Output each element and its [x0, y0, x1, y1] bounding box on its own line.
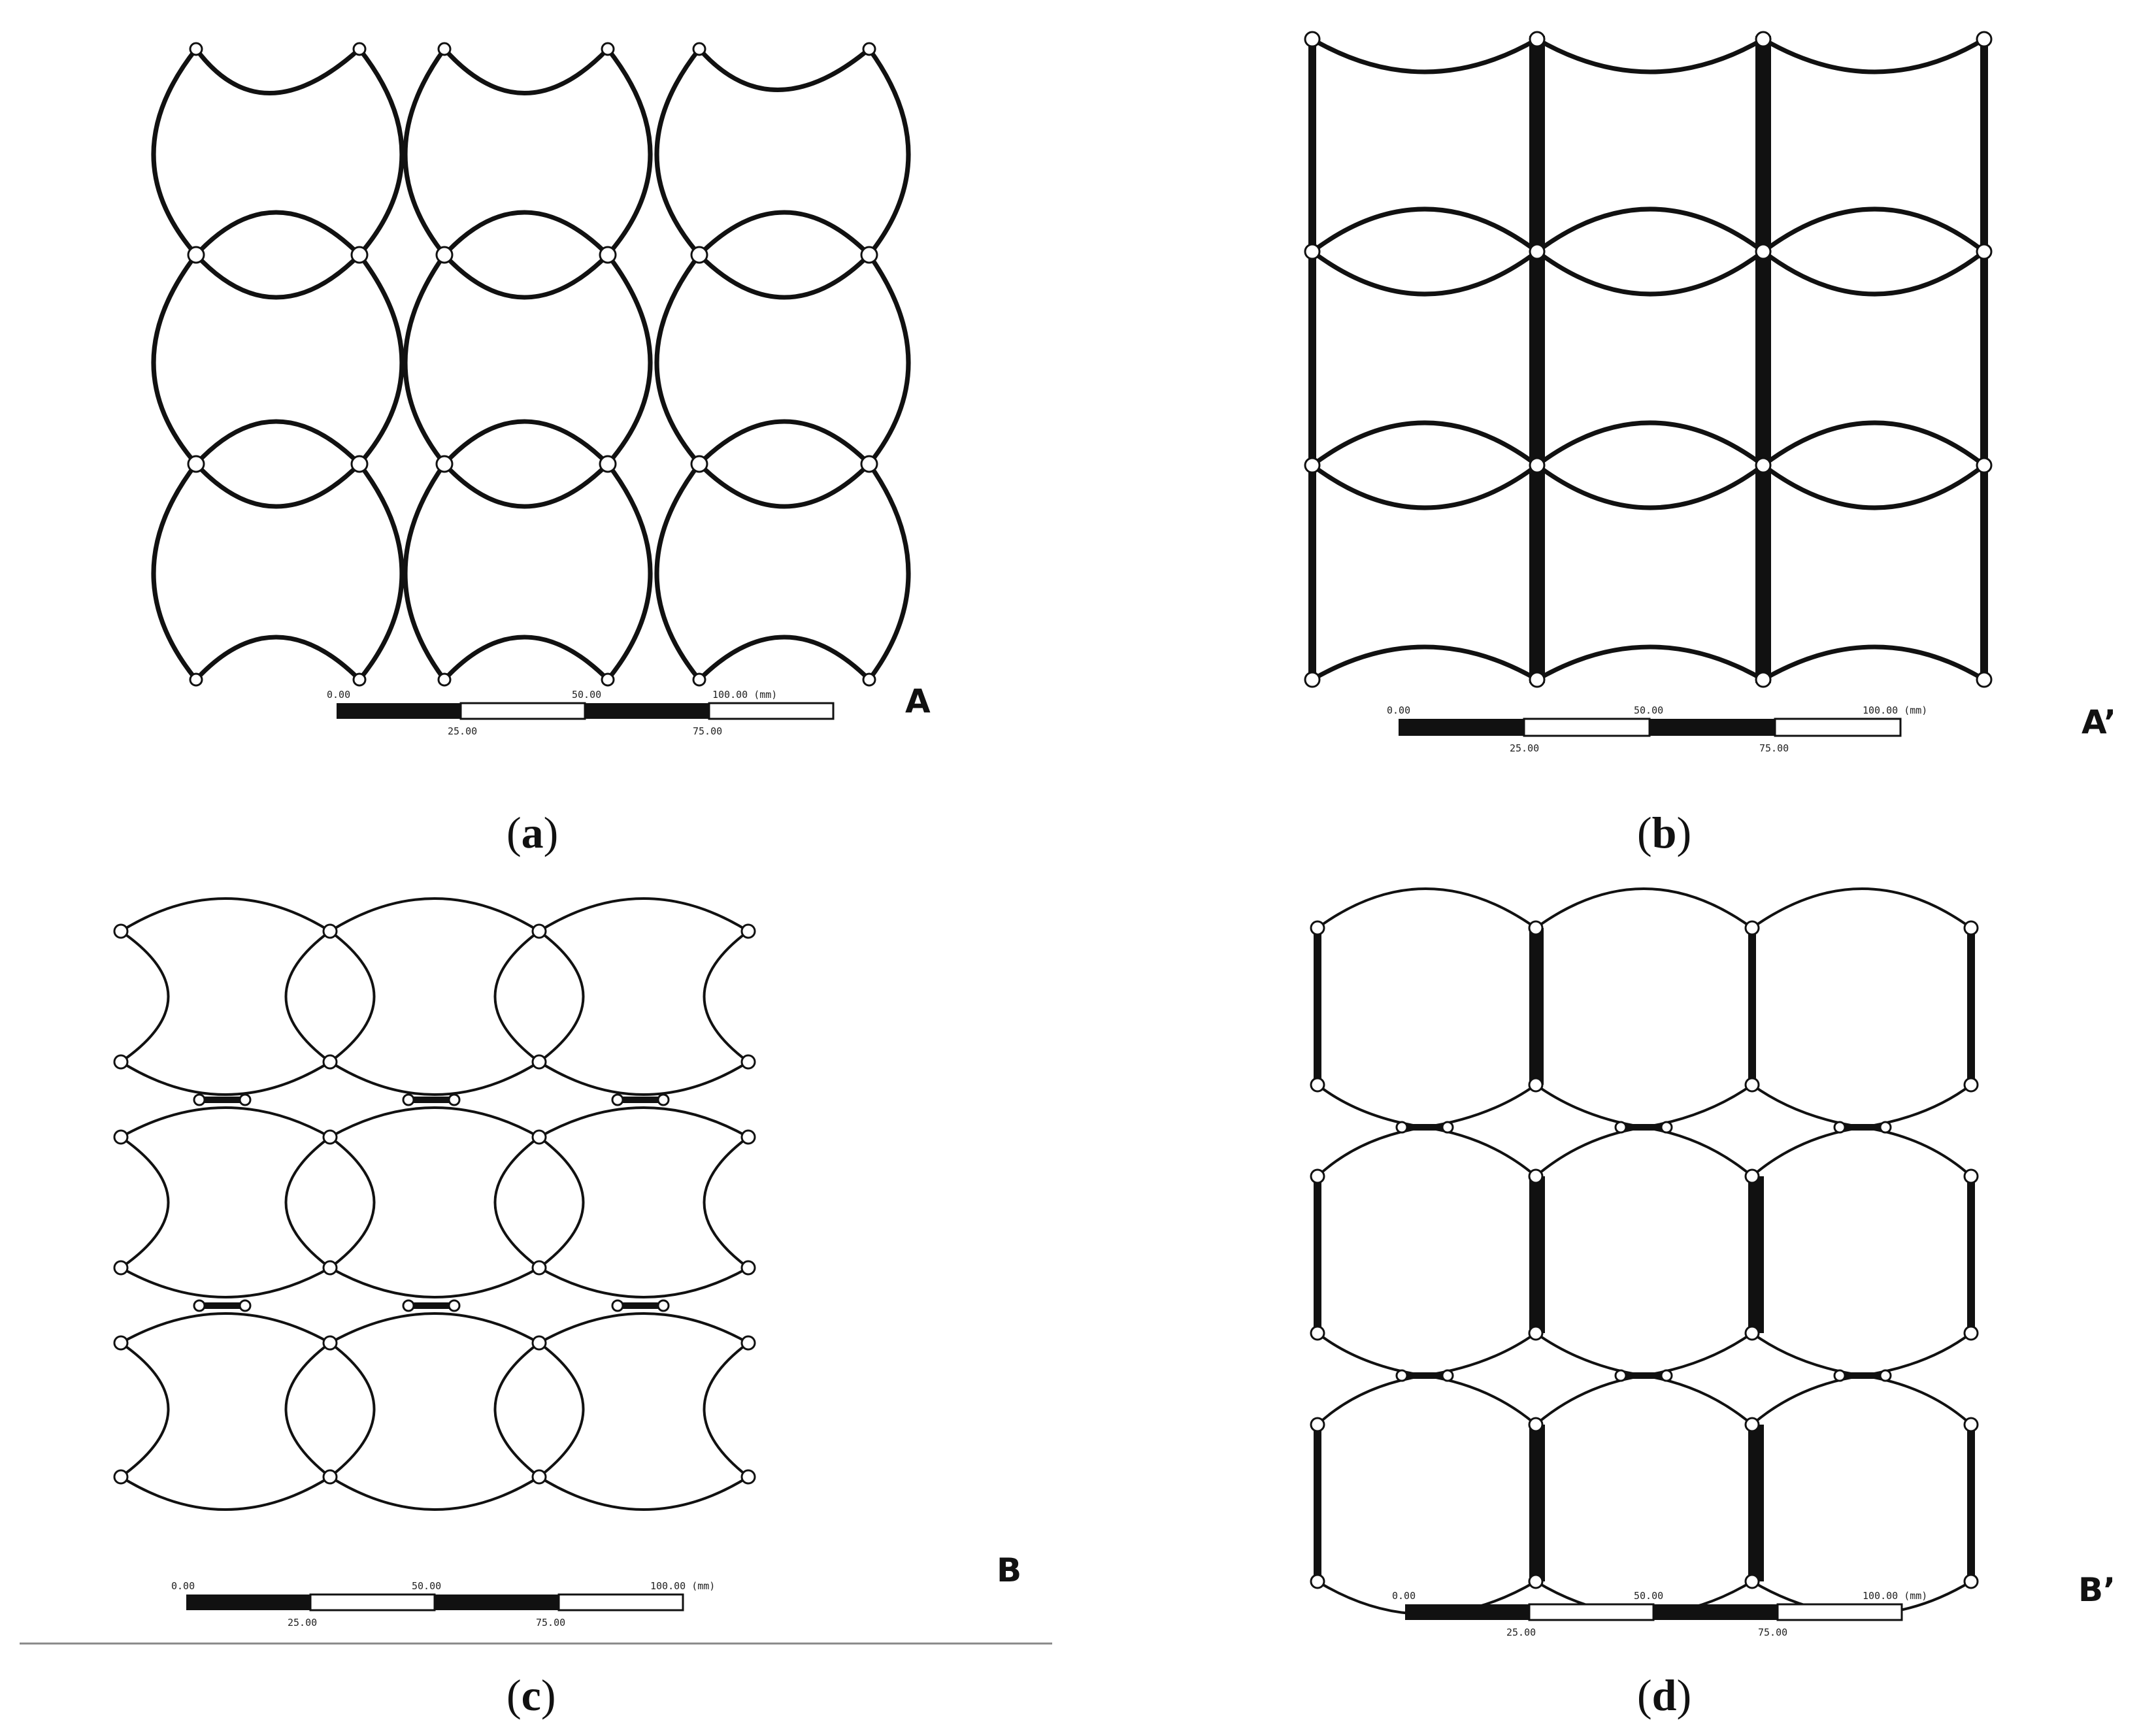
caption-a-open: (: [506, 808, 522, 857]
panel-d-tick-25: 25.00: [1506, 1627, 1536, 1638]
caption-c-letter: c: [521, 1670, 541, 1720]
panel-d-tick-100: 100.00 (mm): [1863, 1590, 1927, 1602]
panel-b-letter: A’: [2081, 703, 2116, 741]
panel-b-scale-bar: 0.00 50.00 100.00 (mm) 25.00 75.00: [1387, 704, 1927, 754]
caption-b-letter: b: [1651, 808, 1677, 857]
caption-d-close: ): [1676, 1670, 1692, 1720]
panel-a-tick-50: 50.00: [572, 689, 601, 701]
panel-d-scale-bar: 0.00 50.00 100.00 (mm) 25.00 75.00: [1392, 1590, 1927, 1638]
panel-a-tick-0: 0.00: [327, 689, 350, 701]
panel-b-tick-75: 75.00: [1759, 742, 1789, 754]
panel-d-lattice: [1310, 887, 1979, 1615]
panel-b-tick-0: 0.00: [1387, 704, 1410, 716]
panel-a-tick-75: 75.00: [693, 725, 722, 737]
panel-c-lattice: [113, 897, 756, 1511]
panel-d-letter: B’: [2078, 1571, 2115, 1609]
caption-a-close: ): [543, 808, 559, 857]
panel-b-tick-25: 25.00: [1510, 742, 1539, 754]
caption-d: (d): [1637, 1670, 1691, 1721]
caption-c-close: ): [540, 1670, 556, 1720]
panel-c-letter: B: [997, 1551, 1021, 1589]
panel-d-nodes: [1310, 920, 1979, 1589]
panel-c-tick-75: 75.00: [536, 1617, 565, 1628]
panel-b-tick-100: 100.00 (mm): [1863, 704, 1927, 716]
panel-a-lattice: [151, 42, 911, 687]
panel-c-tick-100: 100.00 (mm): [650, 1580, 715, 1592]
caption-a: (a): [506, 807, 558, 859]
panel-d-tick-50: 50.00: [1634, 1590, 1663, 1602]
caption-c-open: (: [506, 1670, 522, 1720]
panel-d-tick-75: 75.00: [1758, 1627, 1787, 1638]
panel-a-nodes: [187, 42, 878, 687]
caption-a-letter: a: [521, 808, 544, 857]
panel-a-scale-bar: 0.00 50.00 100.00 (mm) 25.00 75.00: [327, 689, 835, 737]
caption-b-close: ): [1676, 808, 1692, 857]
caption-d-letter: d: [1651, 1670, 1677, 1720]
panel-a-tick-25: 25.00: [448, 725, 477, 737]
panel-a-letter: A: [905, 682, 931, 720]
panel-d-tick-0: 0.00: [1392, 1590, 1416, 1602]
caption-d-open: (: [1637, 1670, 1652, 1720]
panel-b-tick-50: 50.00: [1634, 704, 1663, 716]
panel-c-tick-0: 0.00: [171, 1580, 195, 1592]
panel-c-tick-25: 25.00: [288, 1617, 317, 1628]
panel-b-nodes: [1304, 31, 1993, 688]
panel-a-tick-100: 100.00 (mm): [712, 689, 777, 701]
panel-b-lattice: [1304, 31, 1993, 688]
caption-c: (c): [506, 1670, 556, 1721]
panel-c-tick-50: 50.00: [412, 1580, 441, 1592]
panel-c-scale-bar: 0.00 50.00 100.00 (mm) 25.00 75.00: [171, 1580, 715, 1628]
caption-b: (b): [1637, 807, 1691, 859]
caption-b-open: (: [1637, 808, 1652, 857]
panel-c-nodes: [113, 923, 756, 1485]
